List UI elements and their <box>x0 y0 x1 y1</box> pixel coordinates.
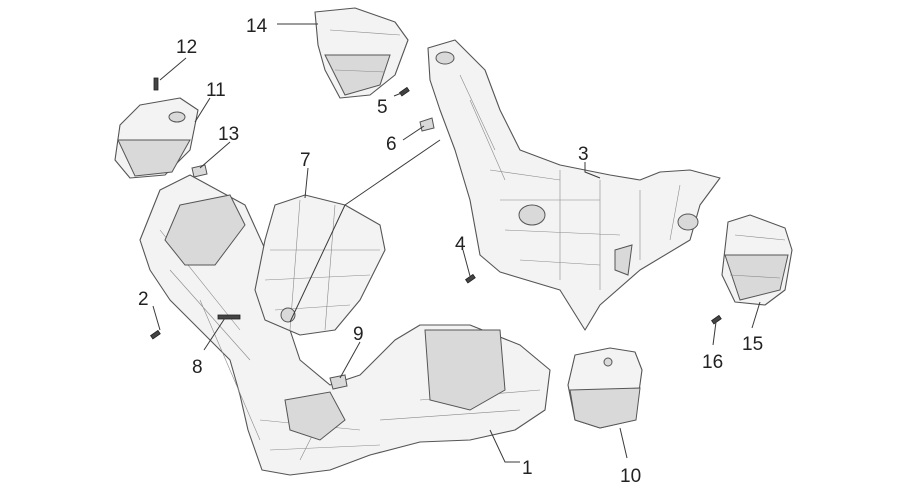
callout-7: 7 <box>300 150 311 171</box>
part-rear-handlebar-cover <box>427 39 721 331</box>
part-small-cover <box>114 97 199 179</box>
callout-2: 2 <box>138 289 149 310</box>
callout-3: 3 <box>578 144 589 165</box>
callout-11: 11 <box>206 80 226 101</box>
callout-6: 6 <box>386 134 397 155</box>
callout-12: 12 <box>176 37 197 58</box>
part-screws <box>150 77 722 340</box>
part-left-switch-housing <box>314 7 409 99</box>
callout-9: 9 <box>353 324 364 345</box>
part-right-switch-housing <box>721 214 793 306</box>
callout-4: 4 <box>455 234 466 255</box>
callout-5: 5 <box>377 97 388 118</box>
callout-14: 14 <box>246 16 268 37</box>
part-glovebox-lid <box>567 347 643 429</box>
callout-1: 1 <box>522 458 533 479</box>
callout-10: 10 <box>620 466 641 487</box>
part-center-panel <box>254 194 386 336</box>
callout-15: 15 <box>742 334 763 355</box>
callout-13: 13 <box>218 124 239 145</box>
callout-16: 16 <box>702 352 723 373</box>
part-front-handlebar-cover <box>139 174 551 476</box>
callout-labels: 1 2 3 4 5 6 7 8 9 10 11 12 13 14 15 16 <box>138 16 763 487</box>
leader-lines <box>152 23 761 463</box>
callout-8: 8 <box>192 357 203 378</box>
